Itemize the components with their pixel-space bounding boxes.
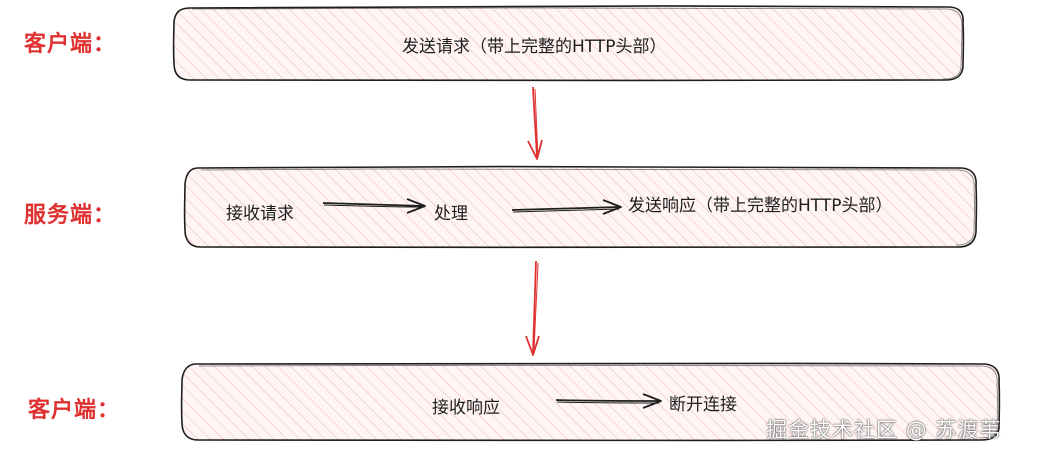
client-request-box <box>172 5 965 82</box>
step-send-request: 发送请求（带上完整的HTTP头部） <box>402 37 667 57</box>
arrow-receive-to-process <box>322 198 426 214</box>
row-label-client-2: 客户端： <box>28 398 121 423</box>
arrow-process-to-send <box>511 199 622 215</box>
step-process: 处理 <box>434 204 468 224</box>
watermark: 掘金技术社区 @ 苏渡苇 <box>766 418 1002 442</box>
step-receive-response: 接收响应 <box>432 398 500 418</box>
row-label-client-1: 客户端： <box>24 32 117 57</box>
step-receive-request: 接收请求 <box>226 204 294 224</box>
arrow-receive-to-disconnect <box>555 393 662 409</box>
client-response-box <box>180 362 1001 442</box>
arrow-client-to-server <box>527 86 543 160</box>
step-send-response: 发送响应（带上完整的HTTP头部） <box>628 196 893 216</box>
arrow-server-to-client <box>525 260 540 356</box>
step-disconnect: 断开连接 <box>669 395 737 415</box>
server-process-box <box>183 165 978 249</box>
row-label-server: 服务端： <box>24 203 117 228</box>
